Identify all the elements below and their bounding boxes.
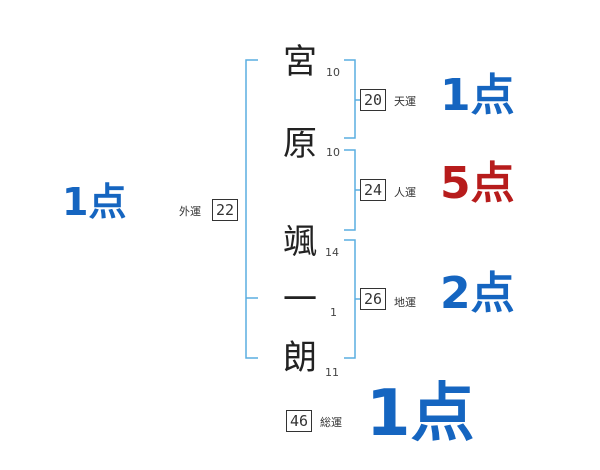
total-value-box: 46 xyxy=(286,410,312,432)
name-char-2: 原 xyxy=(283,124,317,164)
total-label: 総運 xyxy=(320,416,342,429)
jin-score: 5点 xyxy=(440,158,515,209)
chi-label: 地運 xyxy=(394,296,416,309)
ten-score: 1点 xyxy=(440,70,515,121)
jin-label: 人運 xyxy=(394,186,416,199)
name-char-1: 宮 xyxy=(283,42,317,82)
total-score: 1点 xyxy=(366,377,475,451)
outer-value-box: 22 xyxy=(212,199,238,221)
chi-value-box: 26 xyxy=(360,288,386,310)
chi-score: 2点 xyxy=(440,268,515,319)
stroke-count-4: 1 xyxy=(330,306,337,319)
name-char-5: 朗 xyxy=(283,338,317,378)
ten-label: 天運 xyxy=(394,95,416,108)
stroke-count-2: 10 xyxy=(326,146,340,159)
stroke-count-3: 14 xyxy=(325,246,339,259)
name-char-4: 一 xyxy=(283,280,317,320)
outer-score: 1点 xyxy=(62,180,127,224)
jin-value-box: 24 xyxy=(360,179,386,201)
ten-value-box: 20 xyxy=(360,89,386,111)
outer-label: 外運 xyxy=(179,205,201,218)
name-char-3: 颯 xyxy=(283,222,317,262)
stroke-count-5: 11 xyxy=(325,366,339,379)
stroke-count-1: 10 xyxy=(326,66,340,79)
outer-bracket xyxy=(245,59,258,359)
